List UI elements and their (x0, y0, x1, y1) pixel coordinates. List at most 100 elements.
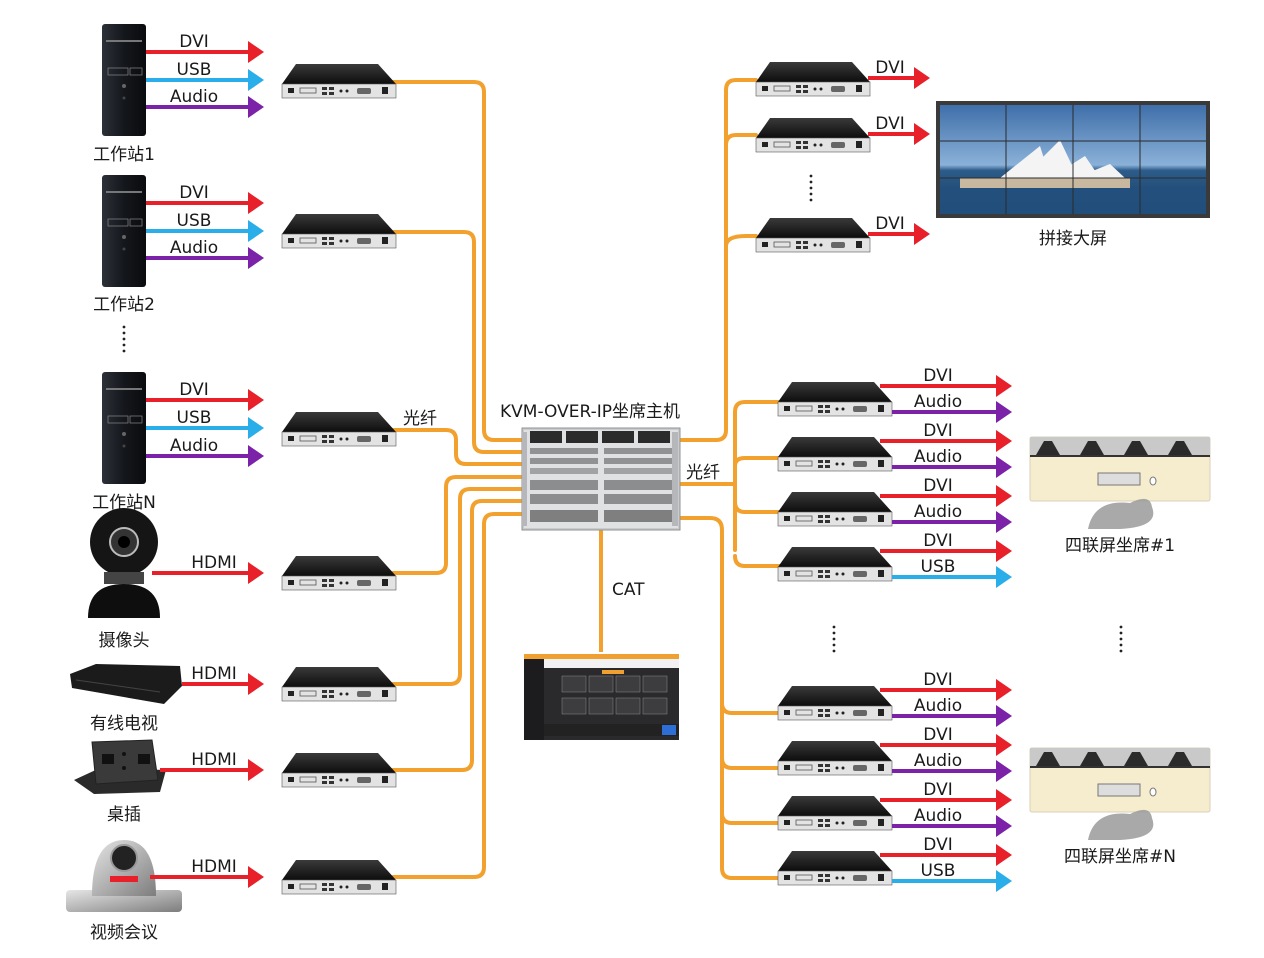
signal-label: Audio (914, 806, 962, 826)
source-workstation[interactable]: 工作站N DVI USB Audio (92, 371, 397, 513)
arrow-head-icon (996, 734, 1012, 756)
signal-label: DVI (923, 531, 952, 551)
arrow-head-icon (248, 96, 264, 118)
fiber-cable (391, 80, 525, 442)
arrow-head-icon (248, 417, 264, 439)
signal-label: DVI (923, 476, 952, 496)
fiber-cable (391, 512, 525, 879)
transmitter-extender[interactable] (281, 63, 397, 99)
fiber-cable (733, 554, 782, 568)
ip-camera-icon (88, 508, 160, 618)
workstation-icon (101, 371, 147, 485)
source-name: 桌插 (107, 805, 141, 825)
fiber-cables-left (391, 80, 525, 879)
signal-label: USB (921, 557, 956, 577)
signal-arrow-dvi: DVI (868, 114, 930, 145)
transmitter-extender[interactable] (281, 666, 397, 702)
arrow-head-icon (248, 220, 264, 242)
signal-label: Audio (914, 696, 962, 716)
fiber-cable (720, 756, 782, 770)
videowall-receiver[interactable] (755, 117, 871, 153)
signal-arrow-dvi: DVI (146, 183, 264, 214)
arrow-head-icon (996, 375, 1012, 397)
signal-arrow-dvi: DVI (880, 780, 1012, 811)
signal-arrow-dvi: DVI (880, 366, 1012, 397)
transmitter-extender[interactable] (281, 859, 397, 895)
source-desk-socket[interactable]: 桌插 HDMI (74, 739, 397, 825)
signal-label: DVI (179, 380, 208, 400)
management-software-screen[interactable] (524, 654, 679, 740)
arrow-head-icon (248, 389, 264, 411)
arrow-head-icon (996, 566, 1012, 588)
kvm-host-chassis[interactable] (521, 427, 681, 531)
seat-receiver[interactable] (777, 546, 893, 582)
transmitter-extender[interactable] (281, 555, 397, 591)
ellipsis-seats (1119, 625, 1123, 653)
signal-arrow-dvi: DVI (868, 214, 930, 245)
signal-label: DVI (875, 214, 904, 234)
signal-label: DVI (179, 32, 208, 52)
arrow-head-icon (248, 673, 264, 695)
transmitter-extender[interactable] (281, 752, 397, 788)
arrow-head-icon (996, 430, 1012, 452)
signal-arrow-dvi: DVI (880, 421, 1012, 452)
signal-arrow-dvi: DVI (868, 58, 930, 89)
signal-arrow-hdmi: HDMI (160, 750, 264, 781)
signal-label: Audio (170, 436, 218, 456)
fiber-cable (678, 516, 782, 880)
cat-label: CAT (612, 580, 645, 600)
arrow-head-icon (248, 445, 264, 467)
signal-arrow-dvi: DVI (880, 531, 1012, 562)
fiber-cable (391, 487, 525, 686)
transmitter-extender[interactable] (281, 213, 397, 249)
seat-receiver[interactable] (777, 685, 893, 721)
arrow-head-icon (248, 247, 264, 269)
signal-label: USB (177, 408, 212, 428)
videowall-receiver[interactable] (755, 217, 871, 253)
seat-receiver[interactable] (777, 491, 893, 527)
seat-receiver[interactable] (777, 850, 893, 886)
fiber-cable (391, 230, 525, 454)
seat-receiver[interactable] (777, 740, 893, 776)
signal-arrow-hdmi: HDMI (182, 664, 264, 695)
signal-label: HDMI (191, 553, 237, 573)
fiber-cable (720, 701, 782, 715)
videowall-name: 拼接大屏 (1039, 229, 1107, 249)
signal-label: DVI (875, 58, 904, 78)
signal-arrow-usb: USB (146, 60, 264, 91)
signal-label: HDMI (191, 750, 237, 770)
signal-label: DVI (875, 114, 904, 134)
arrow-head-icon (914, 67, 930, 89)
arrow-head-icon (248, 759, 264, 781)
fiber-cable (724, 234, 758, 248)
signal-label: DVI (923, 670, 952, 690)
fiber-cable (391, 428, 525, 466)
seat-receiver[interactable] (777, 436, 893, 472)
arrow-head-icon (996, 401, 1012, 423)
signal-arrow-usb: USB (146, 211, 264, 242)
seat-receiver[interactable] (777, 381, 893, 417)
arrow-head-icon (914, 123, 930, 145)
source-name: 工作站N (92, 493, 156, 513)
seat-receiver[interactable] (777, 795, 893, 831)
arrow-head-icon (996, 789, 1012, 811)
videowall-screen[interactable] (936, 101, 1210, 218)
source-conference-camera[interactable]: 视频会议 HDMI (66, 840, 397, 943)
ellipsis-markers (122, 174, 1123, 653)
signal-label: DVI (179, 183, 208, 203)
videowall-receiver[interactable] (755, 61, 871, 97)
fiber-cable (720, 811, 782, 825)
fiber-cable (391, 475, 525, 575)
source-name: 视频会议 (90, 923, 158, 943)
transmitter-extender[interactable] (281, 411, 397, 447)
signal-arrow-hdmi: HDMI (150, 857, 264, 888)
quad-monitor-console-icon (1029, 436, 1211, 529)
quad-monitor-console-icon (1029, 747, 1211, 840)
arrow-head-icon (996, 844, 1012, 866)
